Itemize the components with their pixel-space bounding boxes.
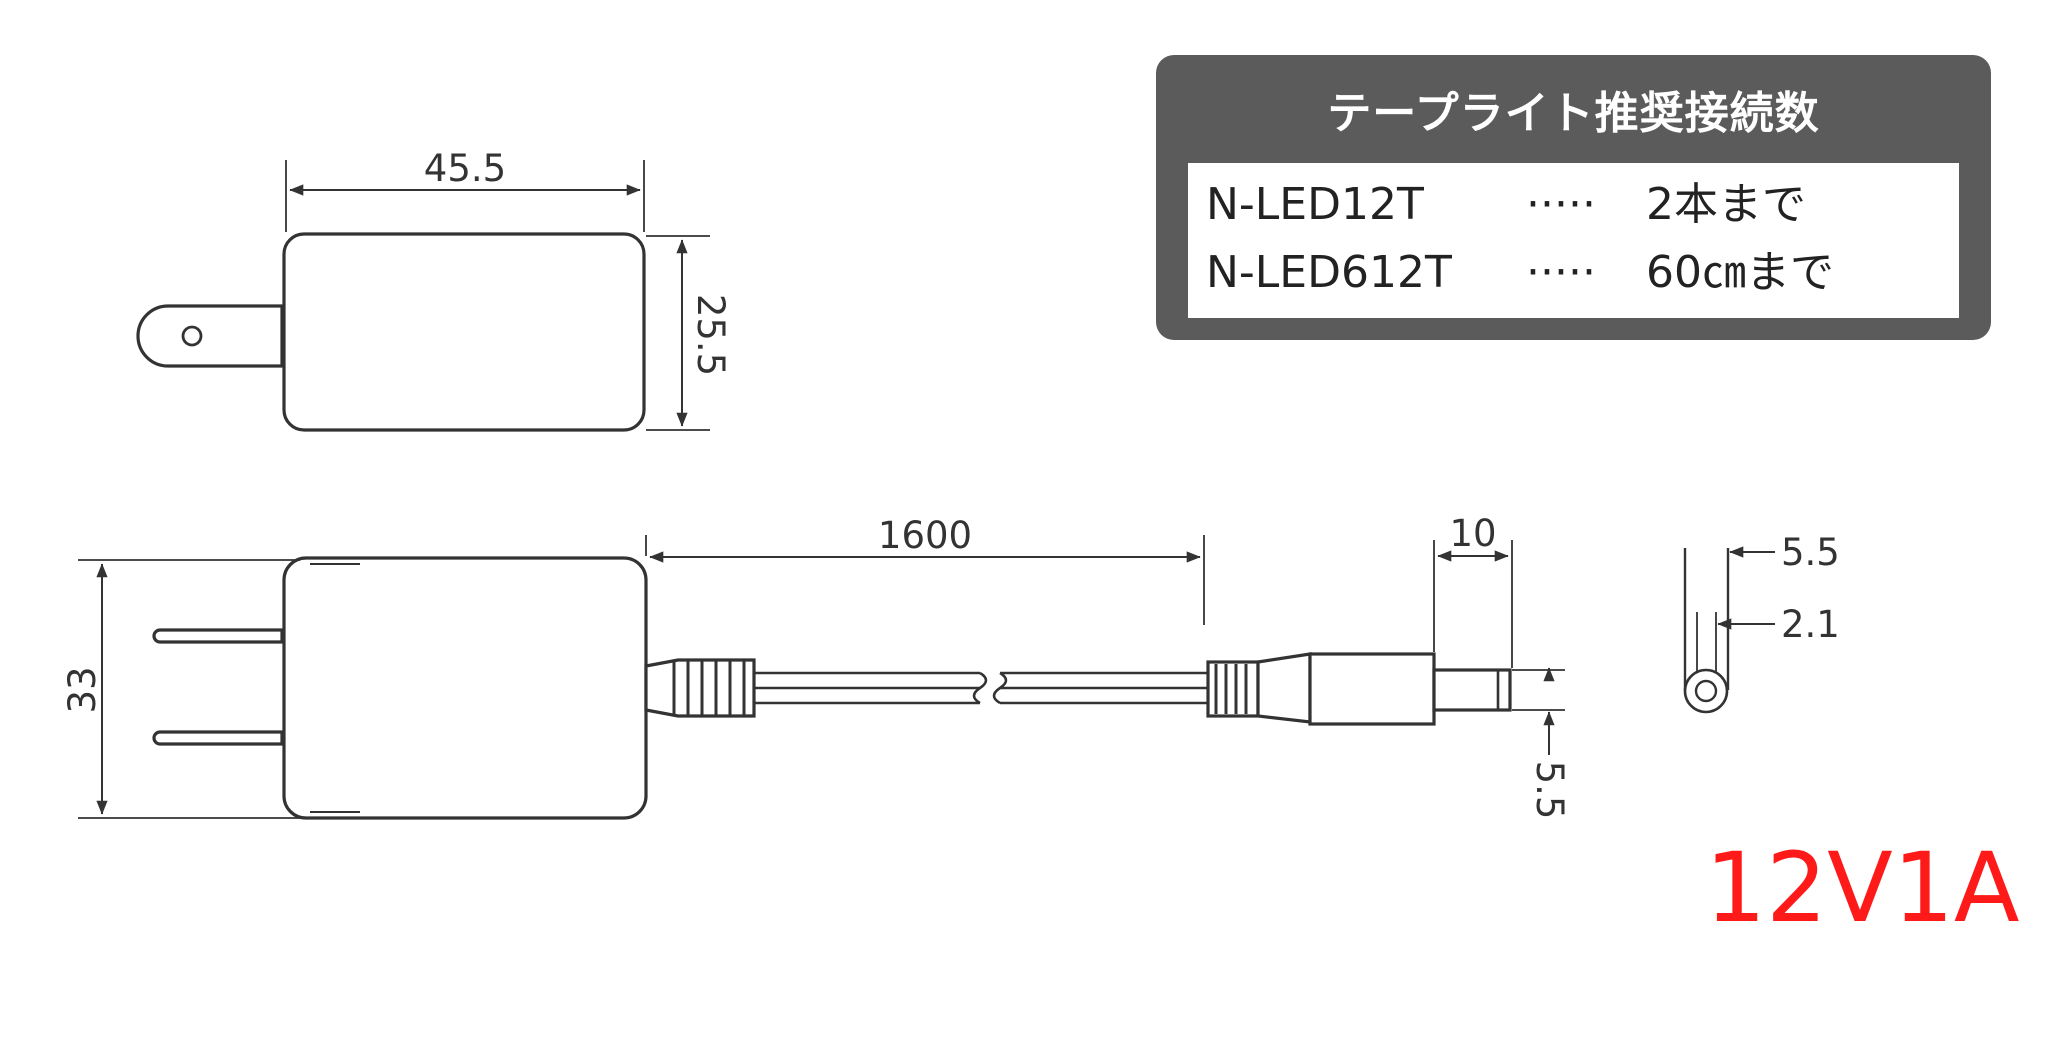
plug-end-view: 5.5 2.1 [1683,531,1840,714]
row-limit: 2本まで [1646,179,1806,230]
plug-length-label: 10 [1449,512,1496,555]
panel-row: N-LED12T ····· 2本まで [1206,175,1806,235]
end-outer-diameter-label: 5.5 [1781,531,1840,574]
side-height-label: 33 [61,666,104,713]
dc-plug-taper [1256,652,1312,724]
row-dots: ····· [1526,179,1596,230]
side-view: 33 1600 [61,512,1571,820]
power-cord [754,671,1210,705]
prong-upper [152,628,284,644]
row-dots: ····· [1526,247,1596,298]
plug-end-outer [1683,668,1729,714]
panel-title: テープライト推奨接続数 [1327,88,1820,139]
plug-blade-top [136,304,284,368]
row-model: N-LED612T [1206,247,1452,298]
panel-row: N-LED612T ····· 60㎝まで [1206,243,1834,303]
row-model: N-LED12T [1206,179,1424,230]
top-view: 45.5 25.5 [136,147,732,432]
adapter-body-top [282,232,646,432]
top-width-label: 45.5 [424,147,506,190]
adapter-body-side [282,556,648,820]
prong-lower [152,730,284,746]
row-limit: 60㎝まで [1646,247,1834,298]
dc-plug-body [1308,652,1436,726]
plug-blade-hole [181,325,203,347]
panel-content: N-LED12T ····· 2本まで N-LED612T ····· 60㎝まで [1188,163,1959,318]
rating-label: 12V1A [1705,832,2020,944]
plug-end-inner [1694,679,1718,703]
strain-relief [644,658,756,718]
end-inner-diameter-label: 2.1 [1781,603,1840,646]
plug-diameter-label: 5.5 [1528,761,1571,820]
cord-length-label: 1600 [878,514,972,557]
recommended-connections-panel: テープライト推奨接続数 N-LED12T ····· 2本まで N-LED612T ·… [1156,55,1991,340]
top-height-label: 25.5 [689,294,732,376]
